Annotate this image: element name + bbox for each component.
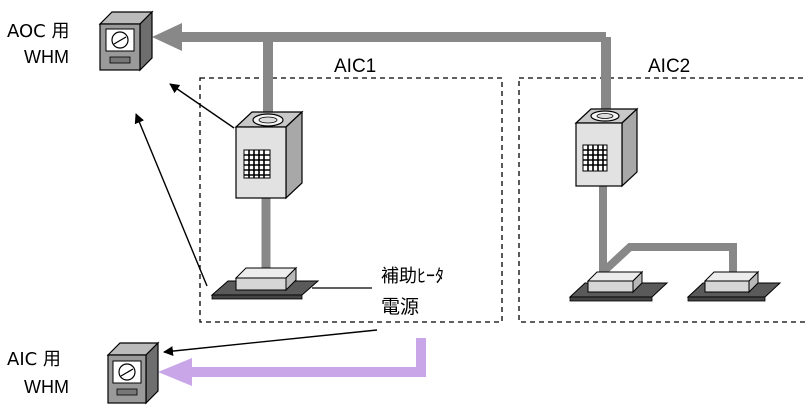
arrow-aic1-outlet-to-aoc-meter xyxy=(134,113,208,287)
power-line-arrowhead xyxy=(158,358,192,386)
duct-arrowhead xyxy=(152,23,182,51)
aoc-meter-label-line2: WHM xyxy=(24,47,69,67)
aic2-outlet-unit-right-icon xyxy=(686,270,782,302)
zone-aic1-boundary xyxy=(199,77,503,323)
arrow-aic1-to-aoc-meter xyxy=(169,83,235,129)
arrow-heater-to-aic-meter xyxy=(163,329,378,357)
aic2-outlet-unit-left-icon xyxy=(568,270,669,302)
heater-callout-line1: 補助ﾋｰﾀ xyxy=(381,266,444,287)
aic2-indoor-unit-icon xyxy=(574,107,639,188)
main-duct-line xyxy=(152,23,611,120)
aoc-meter-label-line1: AOC 用 xyxy=(7,21,69,42)
heater-callout-line2: 電源 xyxy=(381,296,419,318)
power-line xyxy=(158,338,426,386)
aic-meter-label-line2: WHM xyxy=(24,377,69,397)
aic2-pipe-network xyxy=(599,180,737,275)
zone-aic1-label: AIC1 xyxy=(334,56,376,77)
aic1-outlet-unit-icon xyxy=(210,266,320,300)
aic1-indoor-unit-icon xyxy=(234,110,304,200)
aic-meter-icon xyxy=(106,341,160,405)
aoc-meter-icon xyxy=(98,10,154,72)
zone-aic2-label: AIC2 xyxy=(648,56,690,77)
aic-meter-label-line1: AIC 用 xyxy=(7,349,61,370)
zone-aic2-boundary xyxy=(518,77,806,323)
